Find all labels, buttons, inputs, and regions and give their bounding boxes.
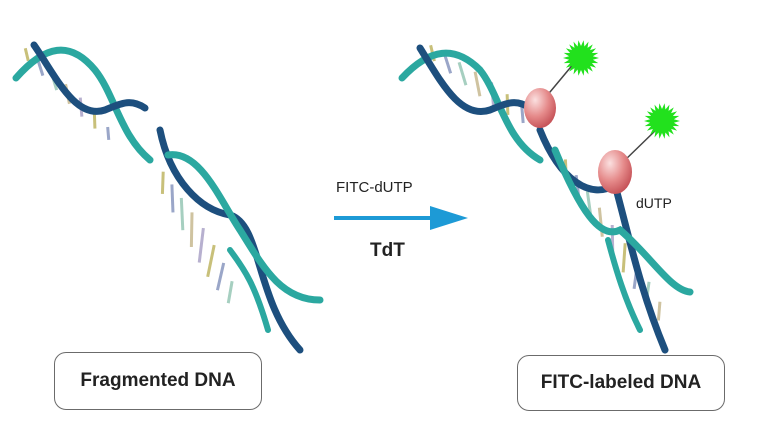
fitc-starburst-icon [644, 103, 680, 139]
base-pair-rung [226, 280, 234, 304]
base-pair-rung [170, 184, 175, 213]
dutp-bead-icon [598, 150, 632, 194]
base-pair-rung [23, 47, 30, 62]
base-pair-rung [457, 61, 468, 86]
dutp-bead-icon [524, 88, 556, 128]
strand-dark [156, 126, 304, 354]
substrate-label: FITC-dUTP [336, 179, 413, 196]
nucleotide-label: dUTP [636, 195, 672, 211]
base-pair-rung [160, 171, 165, 195]
base-pair-rung [656, 301, 662, 321]
caption-fitc-labeled-dna: FITC-labeled DNA [517, 355, 725, 411]
linker [621, 127, 659, 164]
base-pair-rung [206, 244, 216, 278]
dna-fragment-1 [12, 41, 154, 164]
fitc-starburst-icon [563, 40, 599, 76]
strand-teal [164, 151, 324, 304]
base-pairs [160, 171, 234, 304]
linker [544, 61, 576, 99]
base-pair-rung [189, 212, 194, 248]
caption-text: Fragmented DNA [80, 370, 236, 391]
base-pair-rung [179, 197, 185, 231]
strand-dark [416, 44, 534, 116]
base-pair-rung [442, 53, 453, 74]
base-pair-rung [36, 59, 45, 77]
caption-text: FITC-labeled DNA [540, 372, 702, 393]
dna-fragment-2 [156, 126, 324, 354]
strand-teal-lower [227, 247, 271, 333]
base-pair-rung [621, 243, 627, 273]
base-pair-rung [197, 227, 205, 263]
base-pair-rung [520, 106, 525, 124]
base-pair-rung [473, 71, 482, 97]
strand-dark [30, 41, 149, 115]
base-pair-rung [106, 126, 111, 141]
arrow-right-icon [430, 206, 468, 230]
dna-labeled [398, 40, 694, 354]
reaction-arrow [334, 206, 468, 230]
strand-teal-3 [605, 237, 643, 333]
base-pair-rung [215, 262, 226, 291]
strand-teal-2 [551, 146, 694, 296]
enzyme-label: TdT [370, 240, 405, 261]
caption-fragmented-dna: Fragmented DNA [54, 352, 262, 410]
